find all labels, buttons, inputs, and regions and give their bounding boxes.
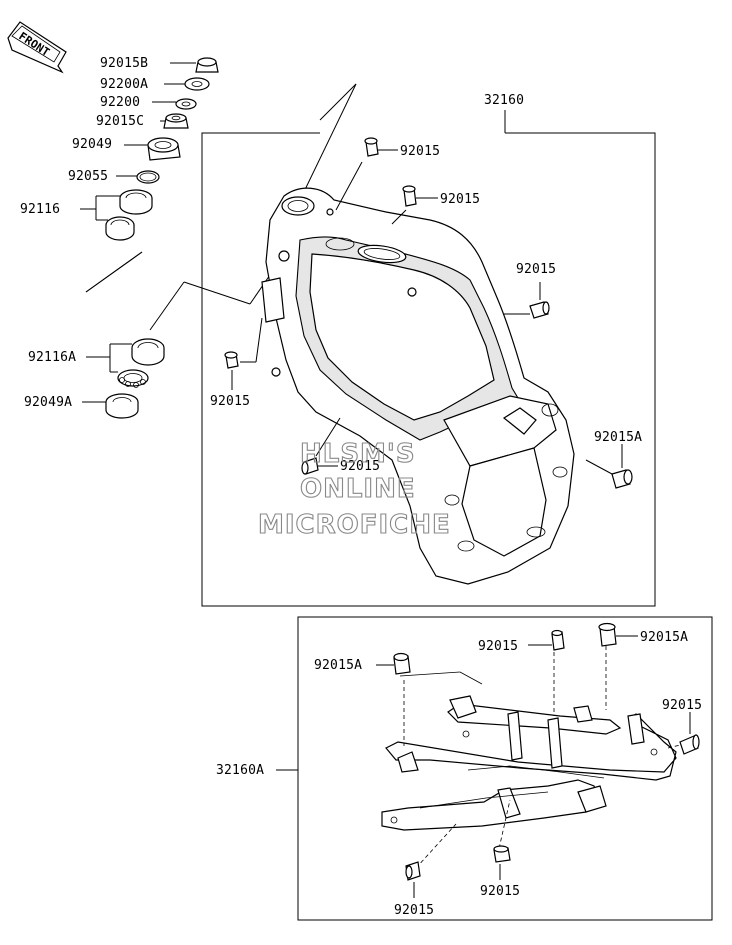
label-sub-92015A-left: 92015A <box>314 658 362 673</box>
front-arrow-badge: FRONT <box>7 21 67 74</box>
bolt-sub-92015-top <box>528 629 565 651</box>
label-92015-left: 92015 <box>210 394 250 409</box>
label-92049: 92049 <box>72 137 112 152</box>
bolt-92015-e <box>301 417 341 475</box>
label-sub-92015-right: 92015 <box>662 698 702 713</box>
label-92055: 92055 <box>68 169 108 184</box>
label-92015C: 92015C <box>96 114 144 129</box>
label-92015-right: 92015 <box>516 262 556 277</box>
label-92015-top: 92015 <box>400 144 440 159</box>
steering-stack: 92015B 92200A 92200 92015C 92049 92055 <box>20 56 357 419</box>
label-sub-92015-bottom-left: 92015 <box>394 903 434 918</box>
bolt-sub-92015-bottom-left <box>405 861 421 898</box>
sub-frame-drawing <box>381 646 685 869</box>
main-frame-box <box>201 132 656 607</box>
label-92015A-right: 92015A <box>594 430 642 445</box>
watermark: HLSM'S ONLINE MICROFICHE <box>257 438 451 540</box>
bolt-92015-a <box>335 137 398 211</box>
watermark-line-2: ONLINE <box>300 474 416 504</box>
label-92015B: 92015B <box>100 56 148 71</box>
sub-frame-group: 32160A <box>216 616 713 921</box>
label-92200A: 92200A <box>100 77 148 92</box>
label-92116A: 92116A <box>28 350 76 365</box>
label-92015-center: 92015 <box>340 459 380 474</box>
bolt-sub-92015-bottom-right <box>493 845 511 880</box>
label-32160: 32160 <box>484 93 524 108</box>
bolt-92015-c <box>504 282 550 319</box>
label-92200: 92200 <box>100 95 140 110</box>
label-sub-92015-top: 92015 <box>478 639 518 654</box>
label-92116: 92116 <box>20 202 60 217</box>
bolt-92015-d <box>224 317 263 390</box>
label-sub-92015A-right: 92015A <box>640 630 688 645</box>
label-92049A: 92049A <box>24 395 72 410</box>
bolt-sub-92015A-left <box>376 652 411 675</box>
label-32160A: 32160A <box>216 763 264 778</box>
label-sub-92015-bottom-right: 92015 <box>480 884 520 899</box>
watermark-line-3: MICROFICHE <box>258 510 451 540</box>
main-frame-group: 32160 <box>201 93 656 607</box>
bolt-92015-b <box>391 185 438 225</box>
bolt-sub-92015A-right <box>598 622 638 647</box>
bolt-sub-92015-right <box>679 712 700 755</box>
bolt-92015A-a <box>585 444 633 489</box>
watermark-line-1: HLSM'S <box>300 439 416 469</box>
label-92015-upper-right: 92015 <box>440 192 480 207</box>
sub-frame-box <box>297 616 713 921</box>
main-frame-drawing <box>261 187 575 585</box>
